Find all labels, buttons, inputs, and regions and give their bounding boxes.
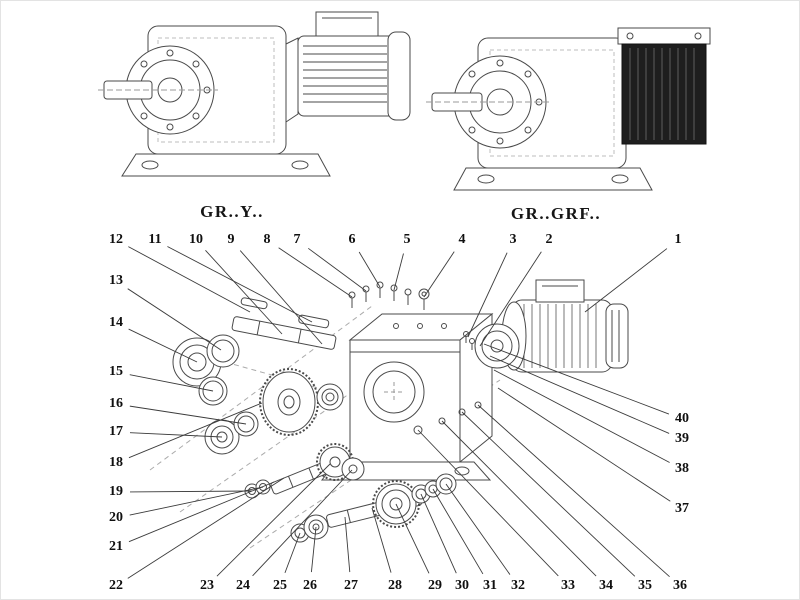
leader-line-19 (129, 490, 253, 493)
leader-line-16 (129, 405, 247, 425)
leader-line-9 (239, 250, 323, 345)
leader-line-38 (493, 369, 670, 463)
part-number-3: 3 (509, 232, 517, 247)
leader-lines (127, 246, 671, 579)
part-number-35: 35 (638, 578, 652, 593)
assembled-view-gr-y (98, 11, 411, 177)
part-number-29: 29 (428, 578, 442, 593)
leader-line-22 (127, 477, 285, 579)
leader-line-40 (483, 343, 670, 415)
part-number-39: 39 (675, 431, 689, 446)
part-number-24: 24 (236, 578, 250, 593)
leader-line-3 (467, 252, 508, 338)
leader-line-18 (128, 402, 263, 459)
leader-line-13 (127, 288, 222, 351)
helical-gear (259, 368, 319, 436)
leader-line-29 (395, 503, 430, 574)
leader-line-31 (432, 488, 484, 575)
part-number-36: 36 (673, 578, 687, 593)
leader-line-11 (167, 246, 313, 323)
part-number-2: 2 (545, 232, 553, 247)
part-number-18: 18 (109, 455, 123, 470)
leader-line-7 (307, 247, 367, 292)
part-number-11: 11 (148, 232, 162, 247)
leader-line-26 (310, 526, 317, 573)
part-number-28: 28 (388, 578, 402, 593)
part-number-15: 15 (109, 364, 123, 379)
part-number-27: 27 (344, 578, 358, 593)
part-number-30: 30 (455, 578, 469, 593)
part-number-20: 20 (109, 510, 123, 525)
part-number-16: 16 (109, 396, 123, 411)
leader-line-23 (216, 463, 331, 577)
leader-line-20 (129, 486, 264, 516)
part-number-4: 4 (458, 232, 466, 247)
leader-line-27 (344, 516, 351, 573)
washer-ring (206, 334, 240, 368)
input-shaft (231, 297, 337, 350)
leader-line-28 (371, 507, 392, 573)
part-number-26: 26 (303, 578, 317, 593)
part-number-8: 8 (263, 232, 271, 247)
assembled-view-gr-grf (426, 27, 711, 191)
part-number-31: 31 (483, 578, 497, 593)
part-number-1: 1 (674, 232, 682, 247)
part-number-7: 7 (293, 232, 301, 247)
leader-line-14 (128, 328, 198, 363)
leader-line-39 (489, 355, 670, 434)
leader-line-24 (252, 469, 353, 577)
top-bolts (348, 281, 430, 310)
leader-line-12 (128, 246, 251, 313)
leader-line-32 (445, 483, 511, 575)
leader-line-15 (129, 374, 214, 392)
leader-line-17 (129, 432, 223, 438)
leader-line-25 (284, 532, 301, 574)
part-number-10: 10 (189, 232, 203, 247)
pinion-set (244, 443, 365, 499)
leader-line-8 (278, 247, 353, 298)
leader-line-33 (417, 429, 559, 577)
part-number-32: 32 (511, 578, 525, 593)
leader-line-36 (477, 404, 670, 577)
variant-label-gr-y: GR..Y.. (200, 202, 264, 221)
part-number-13: 13 (109, 273, 123, 288)
part-number-33: 33 (561, 578, 575, 593)
bearing-input (316, 383, 344, 411)
motor (474, 279, 629, 373)
leader-line-1 (584, 248, 668, 313)
variant-label-gr-grf: GR..GRF.. (510, 204, 602, 223)
leader-line-6 (358, 251, 381, 288)
leader-line-5 (393, 253, 404, 291)
part-number-5: 5 (403, 232, 411, 247)
part-number-21: 21 (109, 539, 123, 554)
exploded-view (149, 279, 629, 549)
part-number-17: 17 (109, 424, 123, 439)
part-number-38: 38 (675, 461, 689, 476)
part-number-37: 37 (675, 501, 689, 516)
leader-line-30 (420, 493, 457, 574)
leader-line-2 (479, 251, 542, 347)
part-number-19: 19 (109, 484, 123, 499)
leader-line-37 (497, 387, 671, 502)
part-number-6: 6 (348, 232, 356, 247)
part-number-22: 22 (109, 578, 123, 593)
leader-line-34 (441, 420, 597, 577)
part-number-12: 12 (109, 232, 123, 247)
leader-line-4 (423, 251, 455, 298)
part-number-23: 23 (200, 578, 214, 593)
leader-line-21 (128, 481, 275, 543)
part-number-34: 34 (599, 578, 613, 593)
leader-line-35 (461, 411, 636, 577)
part-number-14: 14 (109, 315, 123, 330)
part-number-25: 25 (273, 578, 287, 593)
part-number-9: 9 (227, 232, 235, 247)
leader-line-10 (205, 250, 283, 335)
part-number-40: 40 (675, 411, 689, 426)
